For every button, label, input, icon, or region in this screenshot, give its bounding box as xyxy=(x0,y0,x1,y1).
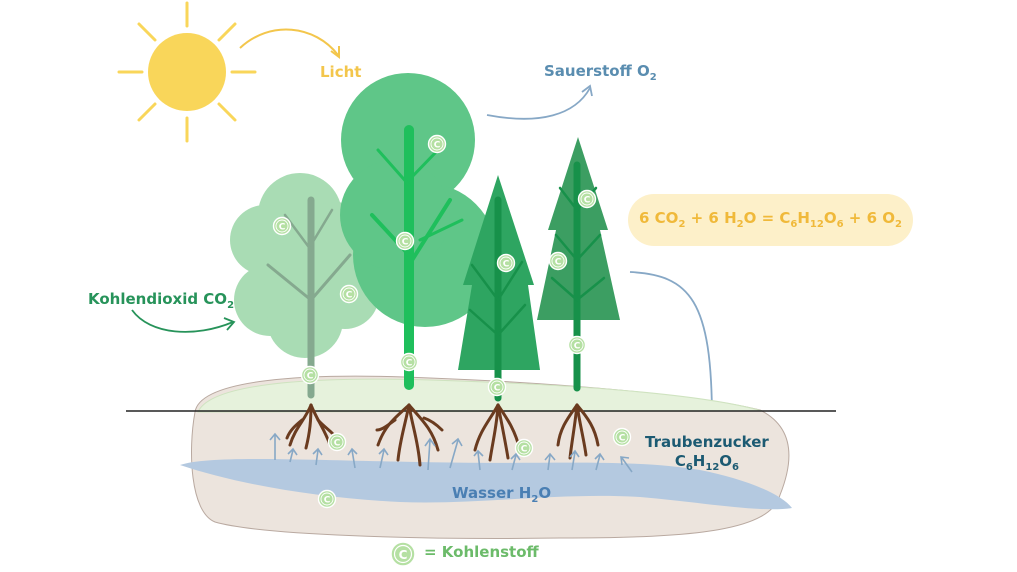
eq-sub-1: 2 xyxy=(678,219,686,230)
water-text: Wasser H xyxy=(452,484,532,502)
water-sub: 2 xyxy=(531,494,539,505)
eq-part-3: O = C xyxy=(743,209,791,227)
carbon-marker: C xyxy=(612,427,632,447)
sugar-text: Traubenzucker xyxy=(645,433,769,451)
carbon-marker: C xyxy=(514,438,534,458)
sugar-c-sub: 6 xyxy=(685,462,693,473)
carbon-symbol: C xyxy=(584,196,591,206)
carbon-marker: C xyxy=(548,251,568,271)
light-label: Licht xyxy=(320,63,361,81)
carbon-symbol: C xyxy=(555,258,562,268)
carbon-symbol: C xyxy=(334,439,341,449)
carbon-symbol: C xyxy=(324,496,331,506)
eq-sub-5: 6 xyxy=(836,219,844,230)
deciduous-tree-light xyxy=(230,173,379,399)
oxygen-sub: 2 xyxy=(649,72,657,83)
legend-text: = Kohlenstoff xyxy=(424,543,539,561)
carbon-marker: C xyxy=(300,365,320,385)
co2-text: Kohlendioxid CO xyxy=(88,290,228,308)
oxygen-arrow xyxy=(486,87,591,120)
carbon-markers: C C C C C C C C C C C C C C C xyxy=(272,134,632,509)
carbon-symbol: C xyxy=(346,291,353,301)
oxygen-formula: O xyxy=(636,62,650,80)
eq-part-4: H xyxy=(797,209,810,227)
carbon-symbol: C xyxy=(402,238,409,248)
equation-box: 6 CO2 + 6 H2O = C6H12O6 + 6 O2 xyxy=(628,194,913,246)
sugar-formula: C6H12O6 xyxy=(645,452,769,477)
roots xyxy=(285,403,600,467)
carbon-marker: C xyxy=(339,284,359,304)
legend-carbon-symbol: C xyxy=(399,548,408,562)
carbon-marker: C xyxy=(427,134,447,154)
light-text: Licht xyxy=(320,63,362,81)
carbon-marker: C xyxy=(327,432,347,452)
water-uptake-arrows xyxy=(269,432,633,473)
sugar-label: Traubenzucker C6H12O6 xyxy=(645,433,769,477)
carbon-symbol: C xyxy=(619,434,626,444)
groundwater xyxy=(180,458,792,510)
carbon-marker: C xyxy=(496,253,516,273)
carbon-marker: C xyxy=(577,189,597,209)
oxygen-label: Sauerstoff O2 xyxy=(544,62,657,83)
carbon-symbol: C xyxy=(279,223,286,233)
carbon-marker: C xyxy=(567,335,587,355)
light-arrow xyxy=(239,28,339,56)
photosynthesis-equation: 6 CO2 + 6 H2O = C6H12O6 + 6 O2 xyxy=(628,209,913,230)
sugar-o: O xyxy=(719,452,733,470)
carbon-symbol: C xyxy=(521,445,528,455)
sugar-h-sub: 12 xyxy=(705,462,720,473)
carbon-marker: C xyxy=(272,216,292,236)
carbon-marker: C xyxy=(487,377,507,397)
carbon-marker: C xyxy=(395,231,415,251)
deciduous-tree-medium xyxy=(340,73,497,390)
carbon-marker: C xyxy=(399,352,419,372)
water-label: Wasser H2O xyxy=(452,484,551,505)
carbon-symbol: C xyxy=(494,384,501,394)
carbon-symbol: C xyxy=(406,359,413,369)
carbon-symbol: C xyxy=(307,372,314,382)
carbon-symbol: C xyxy=(574,342,581,352)
co2-label: Kohlendioxid CO2 xyxy=(88,290,234,311)
eq-sub-2: 2 xyxy=(736,219,744,230)
legend: = Kohlenstoff xyxy=(424,543,539,561)
sugar-c: C xyxy=(674,452,686,470)
eq-part-1: 6 CO xyxy=(639,209,679,227)
eq-sub-6: 2 xyxy=(895,219,902,230)
eq-part-6: + 6 O xyxy=(843,209,896,227)
eq-part-5: O xyxy=(823,209,837,227)
sun-icon xyxy=(117,1,257,143)
legend-carbon-icon: C xyxy=(390,541,416,567)
eq-sub-3: 6 xyxy=(790,219,798,230)
grass-area xyxy=(197,378,763,413)
spruce-tree-dark xyxy=(458,175,540,402)
co2-sub: 2 xyxy=(227,300,235,311)
co2-arrow xyxy=(131,309,234,333)
sugar-o-sub: 6 xyxy=(732,462,740,473)
oxygen-text: Sauerstoff xyxy=(544,62,632,80)
carbon-symbol: C xyxy=(503,260,510,270)
carbon-marker: C xyxy=(317,489,337,509)
sugar-arrow xyxy=(629,271,713,421)
carbon-symbol: C xyxy=(434,141,441,151)
water-tail: O xyxy=(538,484,552,502)
sugar-h: H xyxy=(692,452,706,470)
eq-part-2: + 6 H xyxy=(685,209,737,227)
eq-sub-4: 12 xyxy=(809,219,824,230)
